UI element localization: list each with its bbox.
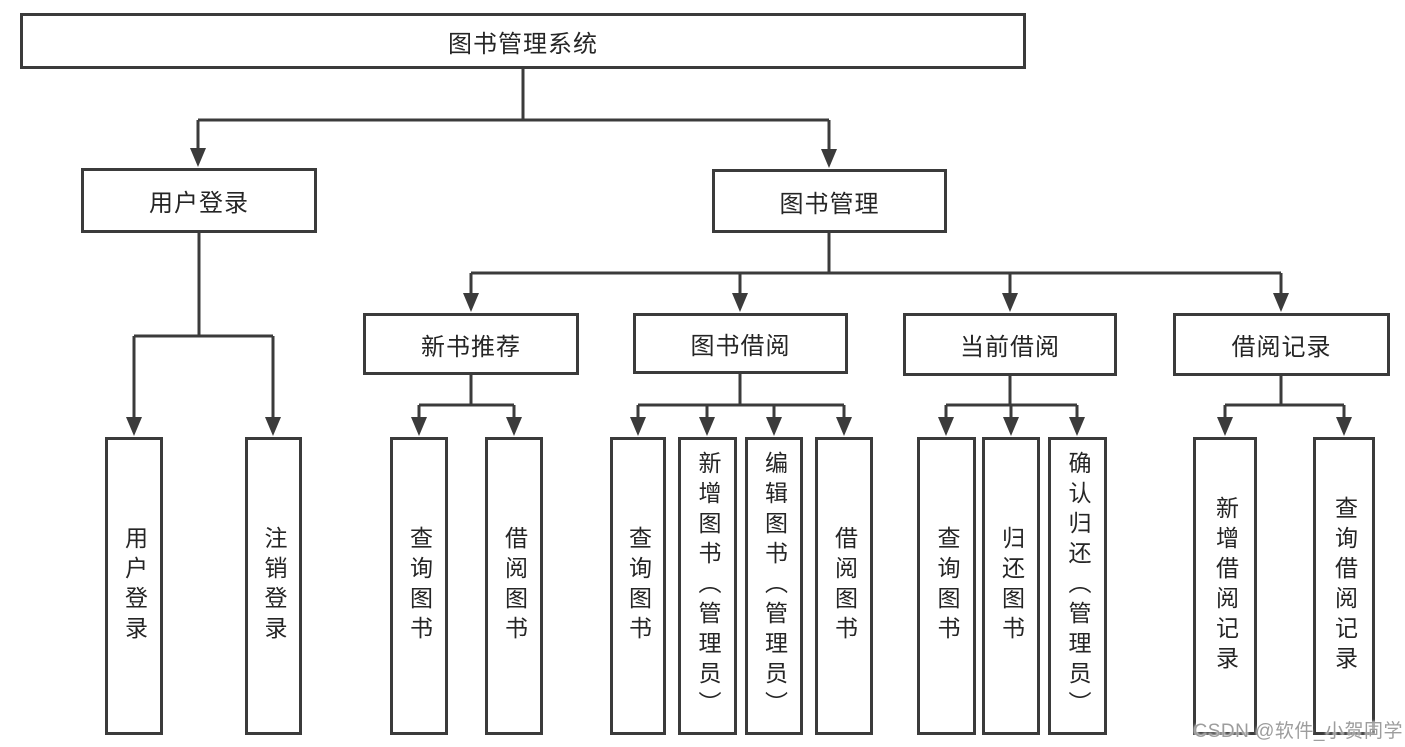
arrowhead-icon (1273, 293, 1289, 312)
leaf-recommend-query-books: 查询图书 (390, 437, 448, 735)
leaf-current-return-books: 归还图书 (982, 437, 1040, 735)
node-borrowing-records: 借阅记录 (1173, 313, 1390, 376)
csdn-watermark: CSDN @软件_小贺同学 (1193, 721, 1403, 742)
node-label: 归还图书 (998, 526, 1025, 646)
node-label: 借阅图书 (501, 526, 528, 646)
node-label: 查询图书 (934, 526, 960, 646)
node-label: 查询借阅记录 (1331, 496, 1358, 676)
node-label: 新书推荐 (421, 333, 521, 361)
node-label: 图书借阅 (690, 333, 791, 360)
node-current-borrowing: 当前借阅 (903, 313, 1117, 376)
arrowhead-icon (463, 293, 479, 312)
arrowhead-icon (1003, 417, 1019, 436)
arrowhead-icon (821, 149, 837, 168)
leaf-recommend-borrow-books: 借阅图书 (485, 437, 543, 735)
leaf-current-confirm-return-admin: 确认归还（管理员） (1048, 437, 1107, 735)
leaf-logout: 注销登录 (245, 437, 302, 735)
arrowhead-icon (265, 417, 281, 436)
node-root-system: 图书管理系统 (20, 13, 1026, 69)
node-label: 借阅图书 (831, 526, 858, 646)
node-label: 查询图书 (625, 526, 652, 646)
node-label: 编辑图书（管理员） (761, 451, 788, 721)
node-label: 图书管理系统 (448, 30, 598, 58)
leaf-records-query-record: 查询借阅记录 (1313, 437, 1375, 735)
leaf-borrow-add-books-admin: 新增图书（管理员） (678, 437, 737, 735)
arrowhead-icon (506, 417, 522, 436)
arrowhead-icon (1069, 417, 1085, 436)
node-label: 新增借阅记录 (1212, 496, 1239, 676)
leaf-borrow-query-books: 查询图书 (610, 437, 666, 735)
node-label: 新增图书（管理员） (695, 451, 721, 721)
node-user-login-branch: 用户登录 (81, 168, 317, 233)
leaf-records-add-record: 新增借阅记录 (1193, 437, 1257, 735)
arrowhead-icon (1336, 417, 1352, 436)
node-new-book-recommend: 新书推荐 (363, 313, 579, 375)
arrowhead-icon (732, 293, 748, 312)
arrowhead-icon (766, 417, 782, 436)
node-label: 确认归还（管理员） (1065, 451, 1091, 721)
node-label: 注销登录 (261, 526, 287, 646)
arrowhead-icon (836, 417, 852, 436)
node-label: 用户登录 (149, 190, 249, 217)
arrowhead-icon (938, 417, 954, 436)
leaf-borrow-edit-books-admin: 编辑图书（管理员） (745, 437, 803, 735)
arrowhead-icon (630, 417, 646, 436)
arrowhead-icon (126, 417, 142, 436)
node-label: 图书管理 (779, 190, 880, 218)
arrowhead-icon (1217, 417, 1233, 436)
node-book-management-branch: 图书管理 (712, 169, 947, 233)
arrowhead-icon (190, 148, 206, 167)
arrowhead-icon (1002, 293, 1018, 312)
leaf-borrow-borrow-books: 借阅图书 (815, 437, 873, 735)
node-label: 当前借阅 (960, 334, 1060, 361)
node-book-borrowing: 图书借阅 (633, 313, 848, 374)
leaf-user-login: 用户登录 (105, 437, 163, 735)
arrowhead-icon (699, 417, 715, 436)
node-label: 查询图书 (406, 526, 433, 646)
node-label: 借阅记录 (1231, 334, 1332, 361)
leaf-current-query-books: 查询图书 (917, 437, 976, 735)
node-label: 用户登录 (121, 526, 148, 646)
arrowhead-icon (411, 417, 427, 436)
